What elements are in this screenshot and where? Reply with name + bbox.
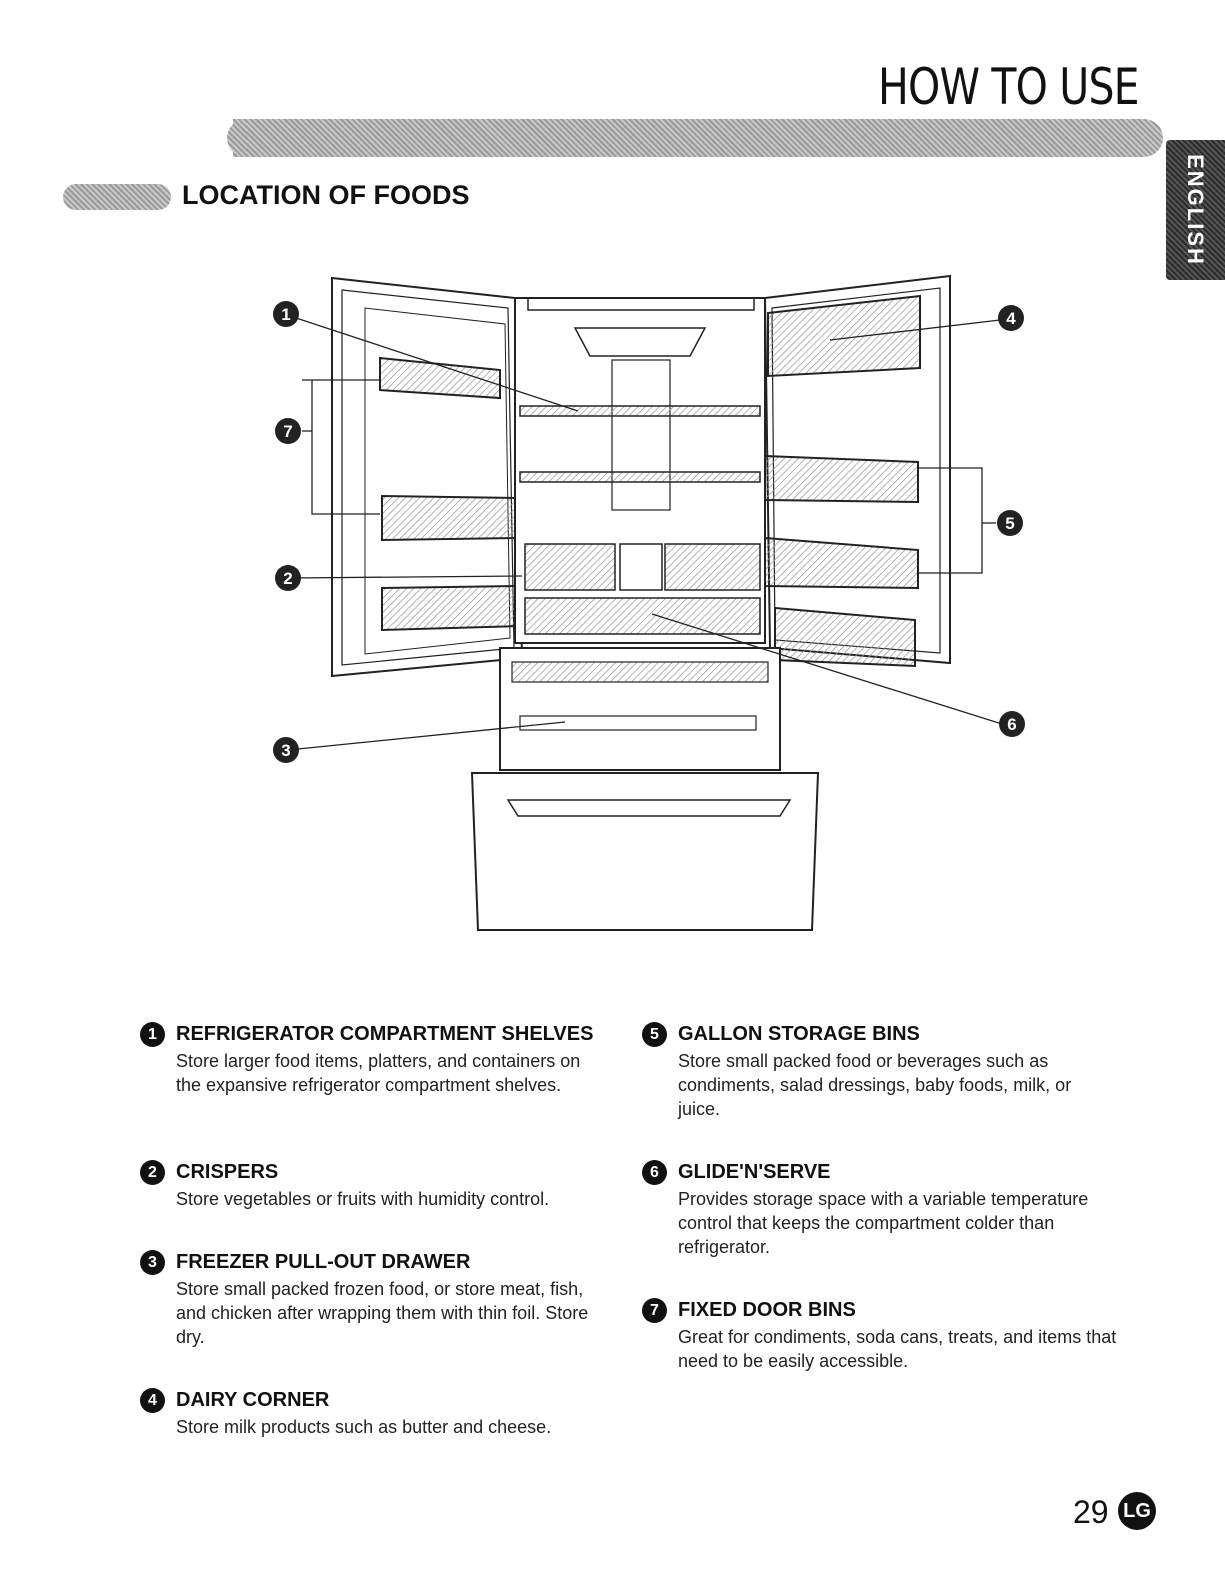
- callout-6: 6: [999, 711, 1025, 737]
- refrigerator-diagram: 1 7 2 3 4 5 6: [273, 274, 1025, 931]
- header-bar: [227, 119, 1163, 157]
- item-text: Store small packed food or beverages suc…: [678, 1051, 1072, 1119]
- callout-7: 7: [275, 418, 301, 444]
- item-number: 1: [140, 1022, 165, 1047]
- item-title: REFRIGERATOR COMPARTMENT SHELVES: [176, 1023, 594, 1045]
- item-title: DAIRY CORNER: [176, 1389, 330, 1411]
- item-text: Store vegetables or fruits with humidity…: [176, 1189, 550, 1209]
- logo-text: LG: [1123, 1500, 1151, 1522]
- lg-logo-icon: LG: [1118, 1492, 1156, 1530]
- item-number: 6: [642, 1160, 667, 1185]
- item-title: GLIDE'N'SERVE: [678, 1161, 831, 1183]
- item-text: Great for condiments, soda cans, treats,…: [678, 1327, 1117, 1371]
- item-refrigerator-shelves: 1 REFRIGERATOR COMPARTMENT SHELVES Store…: [140, 1022, 656, 1097]
- item-glide-n-serve: 6 GLIDE'N'SERVE Provides storage space w…: [642, 1160, 1158, 1259]
- item-number: 4: [140, 1388, 165, 1413]
- item-text: Store milk products such as butter and c…: [176, 1417, 552, 1437]
- svg-text:2: 2: [283, 569, 292, 588]
- page-header-title: HOW TO USE: [878, 58, 1140, 116]
- callout-5: 5: [997, 510, 1023, 536]
- item-number: 7: [642, 1298, 667, 1323]
- item-title: GALLON STORAGE BINS: [678, 1023, 920, 1045]
- item-number: 3: [140, 1250, 165, 1275]
- item-gallon-bins: 5 GALLON STORAGE BINS Store small packed…: [642, 1022, 1158, 1121]
- svg-text:4: 4: [1006, 309, 1016, 328]
- language-tab-label: ENGLISH: [1183, 154, 1208, 266]
- callout-1: 1: [273, 301, 299, 327]
- svg-text:5: 5: [1005, 514, 1014, 533]
- item-text: Provides storage space with a variable t…: [678, 1189, 1089, 1257]
- item-freezer-drawer: 3 FREEZER PULL-OUT DRAWER Store small pa…: [140, 1250, 656, 1349]
- section-title: LOCATION OF FOODS: [182, 180, 470, 210]
- item-text: Store small packed frozen food, or store…: [176, 1279, 589, 1347]
- svg-text:7: 7: [283, 422, 292, 441]
- svg-text:1: 1: [281, 305, 290, 324]
- language-tab: ENGLISH: [1166, 140, 1225, 280]
- item-title: FREEZER PULL-OUT DRAWER: [176, 1251, 471, 1273]
- item-number: 2: [140, 1160, 165, 1185]
- item-dairy-corner: 4 DAIRY CORNER Store milk products such …: [140, 1388, 656, 1439]
- item-text: Store larger food items, platters, and c…: [176, 1051, 581, 1095]
- svg-text:3: 3: [281, 741, 290, 760]
- item-number: 5: [642, 1022, 667, 1047]
- section-pill: [63, 184, 171, 210]
- page-number: 29: [1073, 1494, 1109, 1530]
- item-crispers: 2 CRISPERS Store vegetables or fruits wi…: [140, 1160, 656, 1211]
- item-title: FIXED DOOR BINS: [678, 1299, 856, 1321]
- callout-4: 4: [998, 305, 1024, 331]
- item-title: CRISPERS: [176, 1161, 279, 1183]
- item-fixed-door-bins: 7 FIXED DOOR BINS Great for condiments, …: [642, 1298, 1158, 1373]
- callout-2: 2: [275, 565, 301, 591]
- callout-3: 3: [273, 737, 299, 763]
- svg-text:6: 6: [1007, 715, 1016, 734]
